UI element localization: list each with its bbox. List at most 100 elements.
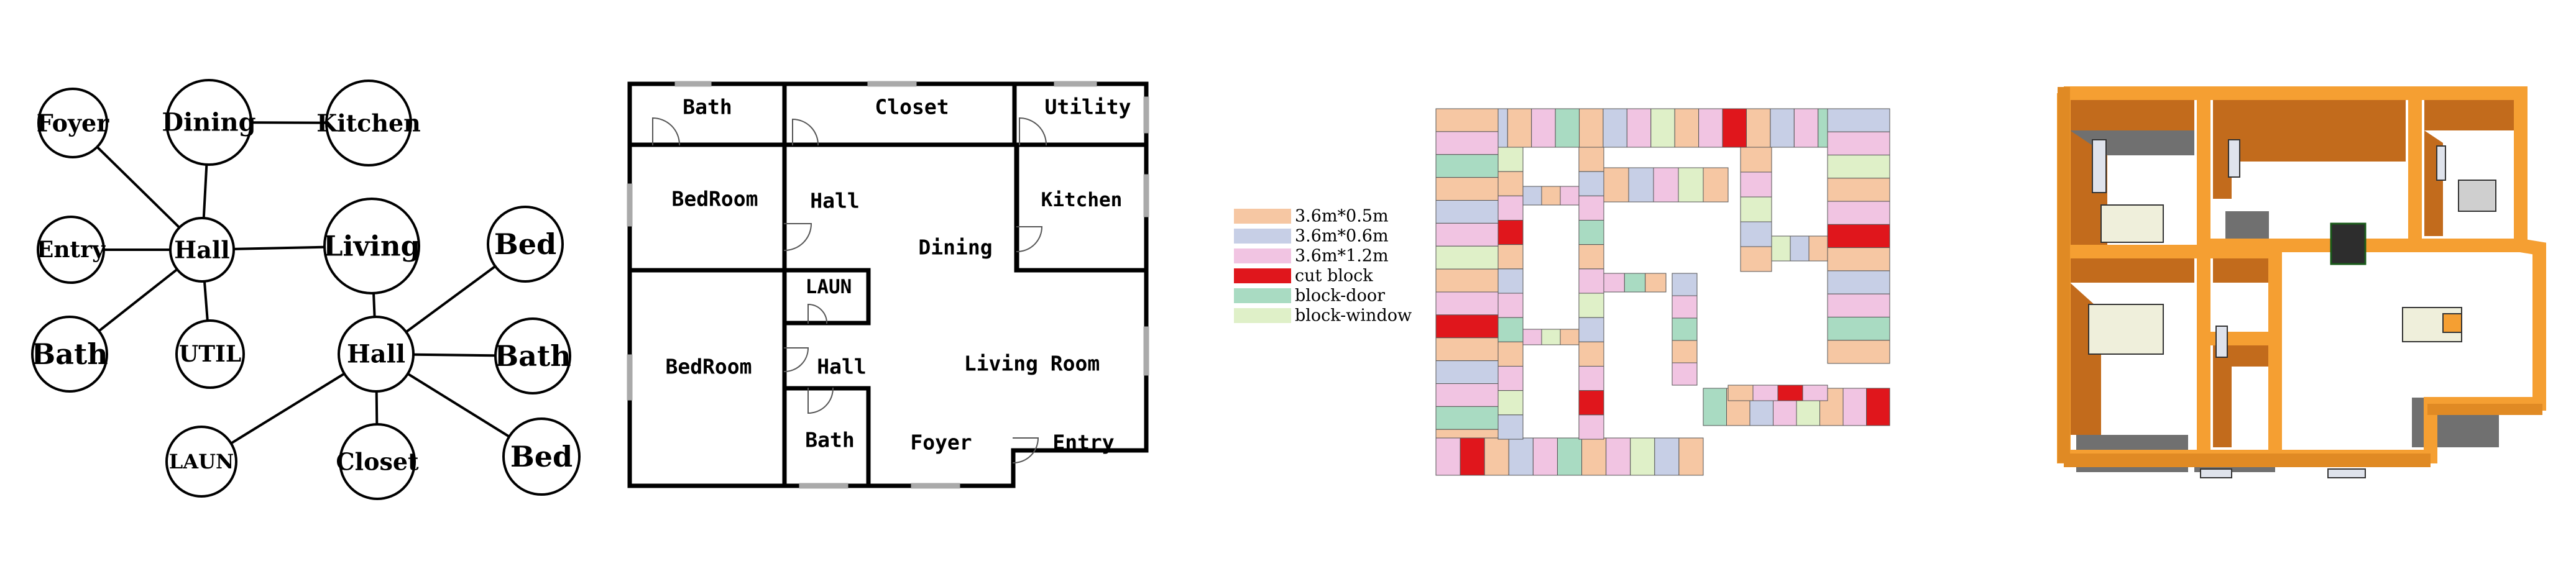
block-wall-segment <box>1497 147 1524 440</box>
stove-icon <box>2458 180 2496 212</box>
graph-node-closet: Closet <box>336 423 419 500</box>
block-cell <box>1827 293 1890 317</box>
block-cell <box>1578 317 1604 342</box>
block-cell <box>1497 268 1524 294</box>
block-cell <box>1740 221 1772 247</box>
block-cell <box>1497 220 1524 245</box>
block-cell <box>1497 317 1524 342</box>
graph-node-foyer: Foyer <box>37 88 109 158</box>
room-bedroom-1: BedRoom <box>671 187 758 211</box>
block-cell <box>1460 437 1485 476</box>
room-kitchen: Kitchen <box>1041 189 1123 211</box>
graph-node-label: UTIL <box>179 341 241 367</box>
block-cell <box>1435 245 1499 270</box>
room-bedroom-2: BedRoom <box>665 355 752 379</box>
block-cell <box>1578 366 1604 391</box>
block-cell <box>1531 108 1556 148</box>
block-wall-segment <box>1522 186 1580 206</box>
block-wall-segment <box>1740 147 1772 272</box>
block-cell <box>1793 108 1819 148</box>
block-cell <box>1746 108 1771 148</box>
block-cell <box>1703 167 1729 203</box>
graph-node-hall1: Hall <box>169 217 235 283</box>
block-wall-segment <box>1603 273 1667 293</box>
graph-node-label: Closet <box>336 448 419 476</box>
graph-node-bed1: Bed <box>487 206 564 283</box>
block-walls <box>1435 108 1890 476</box>
room-hall-mid: Hall <box>817 355 866 379</box>
block-cell <box>1578 147 1604 172</box>
block-cell <box>1435 291 1499 316</box>
graph-node-living: Living <box>323 198 420 294</box>
room-bath-top: Bath <box>683 95 732 119</box>
block-cell <box>1497 366 1524 391</box>
block-cell <box>1435 200 1499 224</box>
dining-table-icon <box>2330 222 2367 265</box>
block-wall-segment <box>1578 147 1604 440</box>
block-cell <box>1603 167 1629 203</box>
graph-node-label: LAUN <box>169 450 234 473</box>
graph-node-circle <box>323 198 420 294</box>
block-cell <box>1497 171 1524 196</box>
legend-swatch <box>1234 288 1291 303</box>
block-cell <box>1603 108 1627 148</box>
render-furniture <box>2088 139 2496 478</box>
block-wall-segment <box>1435 437 1704 476</box>
block-cell <box>1578 220 1604 245</box>
block-cell <box>1578 414 1604 440</box>
block-cell <box>1435 222 1499 247</box>
window-icon <box>2327 468 2366 478</box>
block-cell <box>1672 295 1698 319</box>
block-cell <box>1653 167 1679 203</box>
graph-node-label: Dining <box>162 108 255 137</box>
block-cell <box>1541 329 1561 345</box>
block-cell <box>1522 329 1542 345</box>
block-cell <box>1650 108 1675 148</box>
legend-label: 3.6m*0.5m <box>1295 207 1389 226</box>
block-cell <box>1497 390 1524 416</box>
block-wall-segment <box>1522 329 1580 345</box>
block-cell <box>1802 385 1828 401</box>
block-cell <box>1827 340 1890 364</box>
graph-node-bath: Bath <box>31 316 108 393</box>
block-wall-segment <box>1435 108 1890 148</box>
block-cell <box>1507 108 1532 148</box>
block-cell <box>1541 186 1561 206</box>
block-cell <box>1435 360 1499 384</box>
block-cell <box>1435 154 1499 178</box>
block-cell <box>1827 131 1890 156</box>
block-cell <box>1435 383 1499 407</box>
legend-label: cut block <box>1295 267 1373 286</box>
block-cell <box>1508 437 1534 476</box>
graph-node-label: Hall <box>347 340 405 369</box>
block-cell <box>1740 147 1772 173</box>
window-icon <box>2200 468 2232 478</box>
room-closet: Closet <box>875 95 949 119</box>
block-cell <box>1497 293 1524 318</box>
block-cell <box>1645 273 1667 293</box>
bed-icon <box>2100 204 2164 243</box>
block-cell <box>1435 437 1461 476</box>
graph-node-circle <box>165 426 237 498</box>
block-wall-segment <box>1703 388 1890 426</box>
legend-label: 3.6m*1.2m <box>1295 247 1389 266</box>
block-cell <box>1532 437 1558 476</box>
graph-node-label: Entry <box>37 237 106 263</box>
plan-doors <box>652 117 1047 464</box>
block-cell <box>1578 390 1604 416</box>
render-3d <box>2057 86 2546 478</box>
block-cell <box>1674 108 1700 148</box>
block-wall-segment <box>1827 108 1890 364</box>
block-cell <box>1578 171 1604 196</box>
block-wall-segment <box>1672 273 1698 386</box>
block-cell <box>1630 437 1655 476</box>
block-cell <box>1435 406 1499 430</box>
room-utility: Utility <box>1044 95 1131 119</box>
block-cell <box>1672 273 1698 296</box>
floor-plan: Bath Closet Utility BedRoom Hall Kitchen… <box>627 81 1149 489</box>
room-laun: LAUN <box>806 276 852 298</box>
